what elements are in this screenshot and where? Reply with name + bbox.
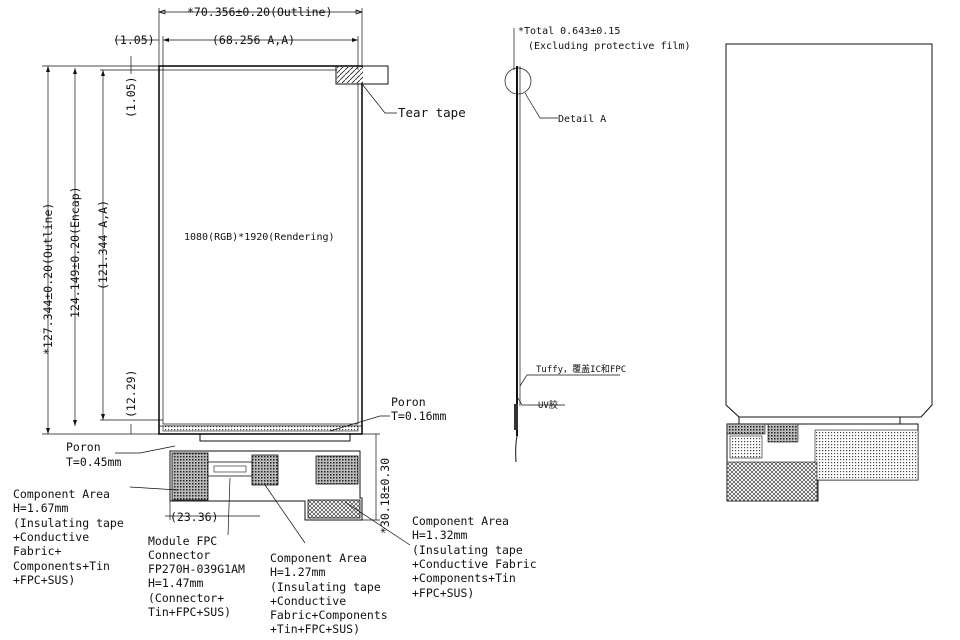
svg-text:H=1.67mm: H=1.67mm [13,501,68,515]
back-neck [738,417,901,425]
bottom-offset-label: (12.29) [124,370,138,418]
connector-core [213,465,247,473]
back-panel-outline [725,43,933,418]
front-view: Tear tape 1080(RGB)*1920(Rendering) *70.… [41,5,466,546]
callout-connector: Module FPC Connector FP270H-039G1AM H=1.… [148,534,245,619]
active-area [162,69,359,425]
resolution-label: 1080(RGB)*1920(Rendering) [184,232,335,243]
top-offset-label: (1.05) [124,76,138,118]
svg-text:+Conductive Fabric: +Conductive Fabric [412,557,537,571]
outline-width-label: *70.356±0.20(Outline) [187,5,332,19]
back-component-right [814,429,919,481]
svg-text:+Conductive: +Conductive [270,594,346,608]
back-component-mid [767,423,799,443]
callout-component-right: Component Area H=1.32mm (Insulating tape… [412,514,537,600]
svg-text:Component Area: Component Area [270,551,367,565]
poron-right-thickness: T=0.16mm [391,409,446,423]
svg-text:Fabric+: Fabric+ [13,544,62,558]
svg-text:H=1.47mm: H=1.47mm [148,576,203,590]
poron-right [162,425,359,432]
encap-height-label: 124.149±0.20(Encap) [68,186,82,318]
svg-text:+Conductive: +Conductive [13,530,89,544]
back-view [725,43,933,502]
left-offset-label: (1.05) [113,33,155,47]
panel-outline [158,65,363,435]
svg-text:Tin+FPC+SUS): Tin+FPC+SUS) [148,605,231,619]
tear-tape-hatch [337,67,363,83]
callout-component-left: Component Area H=1.67mm (Insulating tape… [13,487,124,587]
poron-left-label: Poron [66,440,101,454]
svg-text:Module FPC: Module FPC [148,534,217,548]
tear-tape-leader [361,83,397,114]
svg-text:Connector: Connector [148,548,210,562]
fpc-bend-side [515,435,518,463]
fpc-neck [199,434,351,442]
tuffy-label: Tuffy，覆盖IC和FPC [536,363,626,375]
svg-text:H=1.32mm: H=1.32mm [412,528,467,542]
component-area-lower [307,499,361,519]
component-area-left [171,452,209,501]
tuffy-layer [514,404,518,430]
excluding-film-label: (Excluding protective film) [528,41,691,52]
back-component-lower [726,461,818,502]
svg-text:Component Area: Component Area [412,514,509,528]
component-area-right [315,455,359,485]
detail-a-circle [504,67,532,95]
svg-text:+Tin+FPC+SUS): +Tin+FPC+SUS) [270,622,360,636]
svg-text:Fabric+Components: Fabric+Components [270,608,388,622]
component-area-mid [251,454,279,486]
tear-tape-label: Tear tape [398,105,466,120]
svg-text:H=1.27mm: H=1.27mm [270,565,325,579]
fpc-offset-label: (23.36) [170,510,218,524]
svg-text:(Insulating tape: (Insulating tape [270,580,381,594]
side-view: *Total 0.643±0.15 (Excluding protective … [504,26,691,463]
back-dense-block [726,423,766,435]
detail-a-label: Detail A [558,114,606,125]
uv-label: UV胶 [538,399,558,411]
total-thickness-label: *Total 0.643±0.15 [518,26,620,37]
outline-height-label: *127.344±0.20(Outline) [41,203,55,355]
svg-text:+Components+Tin: +Components+Tin [412,571,516,585]
svg-text:(Connector+: (Connector+ [148,591,224,605]
connector-body [207,461,253,477]
aa-height-label: (121.344 A,A) [96,200,110,290]
aa-width-label: (68.256 A,A) [212,33,295,47]
svg-text:(Insulating tape: (Insulating tape [412,543,523,557]
svg-text:FP270H-039G1AM: FP270H-039G1AM [148,562,245,576]
svg-text:+FPC+SUS): +FPC+SUS) [13,573,75,587]
svg-text:Components+Tin: Components+Tin [13,559,110,573]
poron-left-thickness: T=0.45mm [66,455,121,469]
fpc-length-label: *30.18±0.30 [378,458,392,534]
svg-text:Component Area: Component Area [13,487,110,501]
poron-right-label: Poron [391,395,426,409]
callout-component-mid: Component Area H=1.27mm (Insulating tape… [270,551,388,636]
svg-text:(Insulating tape: (Insulating tape [13,516,124,530]
svg-text:+FPC+SUS): +FPC+SUS) [412,586,474,600]
back-connector [729,435,763,459]
